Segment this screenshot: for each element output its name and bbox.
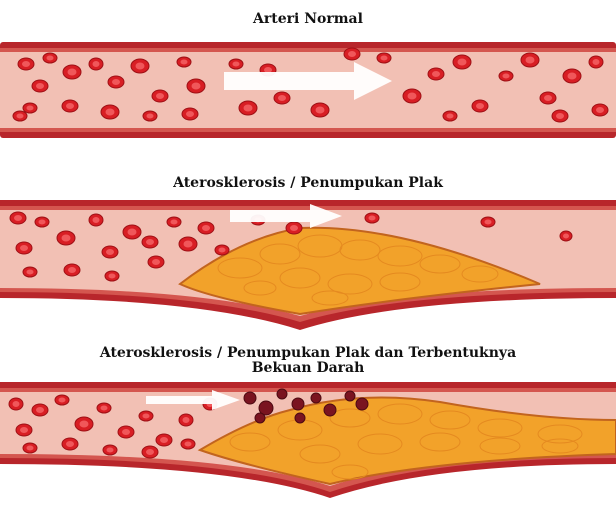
red-blood-cell-center <box>136 63 145 70</box>
red-blood-cell-center <box>62 235 71 242</box>
red-blood-cell-center <box>233 62 240 67</box>
red-blood-cell-center <box>112 79 120 85</box>
clot-cell-icon <box>311 393 321 403</box>
red-blood-cell-center <box>185 442 192 447</box>
red-blood-cell-center <box>93 217 100 223</box>
title-normal-artery: Arteri Normal <box>0 12 616 27</box>
red-blood-cell-center <box>458 59 467 66</box>
red-blood-cell-center <box>219 248 226 253</box>
title-plaque-clot-line2: Bekuan Darah <box>0 361 616 376</box>
red-blood-cell-center <box>36 83 44 89</box>
red-blood-cell-center <box>408 93 417 100</box>
red-blood-cell-center <box>596 107 604 113</box>
red-blood-cell-center <box>36 407 44 413</box>
red-blood-cell-center <box>593 59 600 65</box>
red-blood-cell-center <box>128 229 137 236</box>
red-blood-cell-center <box>106 109 115 116</box>
red-blood-cell-center <box>68 69 77 76</box>
red-blood-cell-center <box>183 417 190 423</box>
title-plaque-buildup: Aterosklerosis / Penumpukan Plak <box>0 176 616 191</box>
red-blood-cell-center <box>146 239 154 245</box>
clot-cell-icon <box>324 404 336 416</box>
red-blood-cell-center <box>59 398 66 403</box>
title-plaque-clot-line1: Aterosklerosis / Penumpukan Plak dan Ter… <box>0 346 616 361</box>
clot-cell-icon <box>244 392 256 404</box>
red-blood-cell-center <box>93 61 100 67</box>
red-blood-cell-center <box>107 448 114 453</box>
red-blood-cell-center <box>432 71 440 77</box>
red-blood-cell-center <box>485 220 492 225</box>
red-blood-cell-center <box>184 241 193 248</box>
red-blood-cell-center <box>13 401 20 407</box>
red-blood-cell-center <box>568 73 577 80</box>
red-blood-cell-center <box>202 225 210 231</box>
red-blood-cell-center <box>152 259 160 265</box>
red-blood-cell-center <box>160 437 168 443</box>
red-blood-cell-center <box>316 107 325 114</box>
red-blood-cell-center <box>156 93 164 99</box>
red-blood-cell-center <box>544 95 552 101</box>
red-blood-cell-center <box>244 105 253 112</box>
red-blood-cell-center <box>66 441 74 447</box>
red-blood-cell-center <box>278 95 286 101</box>
red-blood-cell-center <box>101 406 108 411</box>
red-blood-cell-center <box>146 449 154 455</box>
red-blood-cell-center <box>106 249 114 255</box>
red-blood-cell-center <box>147 114 154 119</box>
plaque-artery-illustration <box>0 198 616 338</box>
red-blood-cell-center <box>171 220 178 225</box>
red-blood-cell-center <box>20 427 28 433</box>
red-blood-cell-center <box>290 225 298 231</box>
red-blood-cell-center <box>122 429 130 435</box>
red-blood-cell-center <box>348 51 356 57</box>
red-blood-cell-center <box>47 56 54 61</box>
clot-cell-icon <box>356 398 368 410</box>
red-blood-cell-center <box>181 60 188 65</box>
clot-cell-icon <box>292 398 304 410</box>
red-blood-cell-center <box>381 56 388 61</box>
red-blood-cell-center <box>27 270 34 275</box>
clot-cell-icon <box>295 413 305 423</box>
red-blood-cell-center <box>476 103 484 109</box>
red-blood-cell-center <box>192 83 201 90</box>
red-blood-cell-center <box>27 446 34 451</box>
clot-cell-icon <box>277 389 287 399</box>
red-blood-cell-center <box>20 245 28 251</box>
red-blood-cell-center <box>80 421 89 428</box>
red-blood-cell-center <box>39 220 46 225</box>
red-blood-cell-center <box>563 234 569 239</box>
clot-cell-icon <box>255 413 265 423</box>
red-blood-cell-center <box>526 57 535 64</box>
red-blood-cell-center <box>556 113 564 119</box>
red-blood-cell-center <box>143 414 150 419</box>
clot-cell-icon <box>345 391 355 401</box>
red-blood-cell-center <box>66 103 74 109</box>
normal-artery-illustration <box>0 36 616 146</box>
red-blood-cell-center <box>68 267 76 273</box>
red-blood-cell-center <box>14 215 22 221</box>
red-blood-cell-center <box>369 216 376 221</box>
red-blood-cell-center <box>109 274 116 279</box>
red-blood-cell-center <box>27 106 34 111</box>
red-blood-cell-center <box>447 114 454 119</box>
red-blood-cell-center <box>17 114 24 119</box>
red-blood-cell-center <box>22 61 30 67</box>
red-blood-cell-center <box>186 111 194 117</box>
red-blood-cell-center <box>503 74 510 79</box>
clot-artery-illustration <box>0 380 616 506</box>
